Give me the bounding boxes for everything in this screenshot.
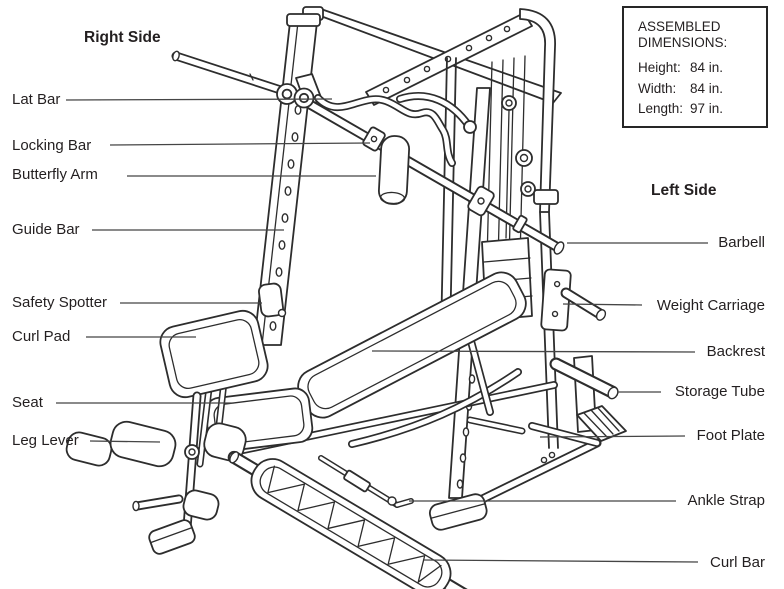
dimension-value: 84 in. — [690, 80, 724, 96]
ankle-strap-part — [318, 455, 414, 508]
safety-spotter-part — [258, 282, 287, 318]
leader-locking-bar — [109, 142, 371, 146]
label-curl-bar: Curl Bar — [709, 554, 765, 571]
label-weight-carriage: Weight Carriage — [656, 297, 765, 314]
dimension-row-length: Length: 97 in. — [638, 99, 766, 120]
leader-weight-carriage — [562, 303, 643, 306]
label-barbell: Barbell — [718, 234, 765, 251]
curl-bar-part — [227, 450, 475, 589]
dimensions-rows: Height: 84 in. Width: 84 in. Length: 97 … — [638, 58, 766, 120]
right-side-heading: Right Side — [84, 29, 161, 46]
dimensions-title-line1: ASSEMBLED — [638, 19, 721, 34]
leader-leg-lever — [89, 440, 161, 443]
butterfly-pad — [378, 135, 410, 205]
left-side-heading: Left Side — [651, 182, 717, 199]
base-frame — [428, 422, 602, 531]
label-backrest: Backrest — [706, 343, 765, 360]
assembled-dimensions-box: ASSEMBLED DIMENSIONS: Height: 84 in. Wid… — [622, 6, 768, 128]
label-storage-tube: Storage Tube — [674, 383, 765, 400]
dimension-row-height: Height: 84 in. — [638, 58, 766, 79]
label-seat: Seat — [12, 394, 43, 411]
leader-lines — [56, 98, 708, 563]
top-frame — [302, 6, 562, 106]
weight-carriage-part — [540, 268, 607, 332]
label-lat-bar: Lat Bar — [12, 91, 61, 108]
storage-tube-part — [549, 355, 619, 433]
dimension-label: Width: — [638, 80, 677, 96]
leader-lat-bar — [65, 98, 333, 101]
dimension-value: 84 in. — [690, 60, 724, 75]
barbell-part — [293, 87, 565, 255]
label-leg-lever: Leg Lever — [12, 432, 79, 449]
leader-backrest — [371, 350, 696, 353]
dimensions-title-line2: DIMENSIONS: — [638, 34, 728, 50]
label-foot-plate: Foot Plate — [696, 427, 765, 444]
curl-pad-part — [159, 309, 269, 468]
dimension-row-width: Width: 84 in. — [638, 79, 766, 100]
label-guide-bar: Guide Bar — [12, 221, 80, 238]
label-locking-bar: Locking Bar — [12, 137, 92, 154]
dimension-value: 97 in. — [690, 101, 724, 116]
butterfly-arm-part — [314, 92, 477, 167]
label-butterfly-arm: Butterfly Arm — [12, 166, 98, 183]
label-curl-pad: Curl Pad — [12, 328, 71, 345]
foot-plate-part — [576, 405, 627, 442]
label-safety-spotter: Safety Spotter — [12, 294, 108, 311]
leader-foot-plate — [539, 435, 686, 438]
locking-bar-part — [362, 126, 386, 152]
label-ankle-strap: Ankle Strap — [687, 492, 765, 509]
dimension-label: Length: — [638, 101, 684, 116]
dimension-label: Height: — [638, 60, 681, 75]
leader-curl-bar — [423, 559, 699, 563]
